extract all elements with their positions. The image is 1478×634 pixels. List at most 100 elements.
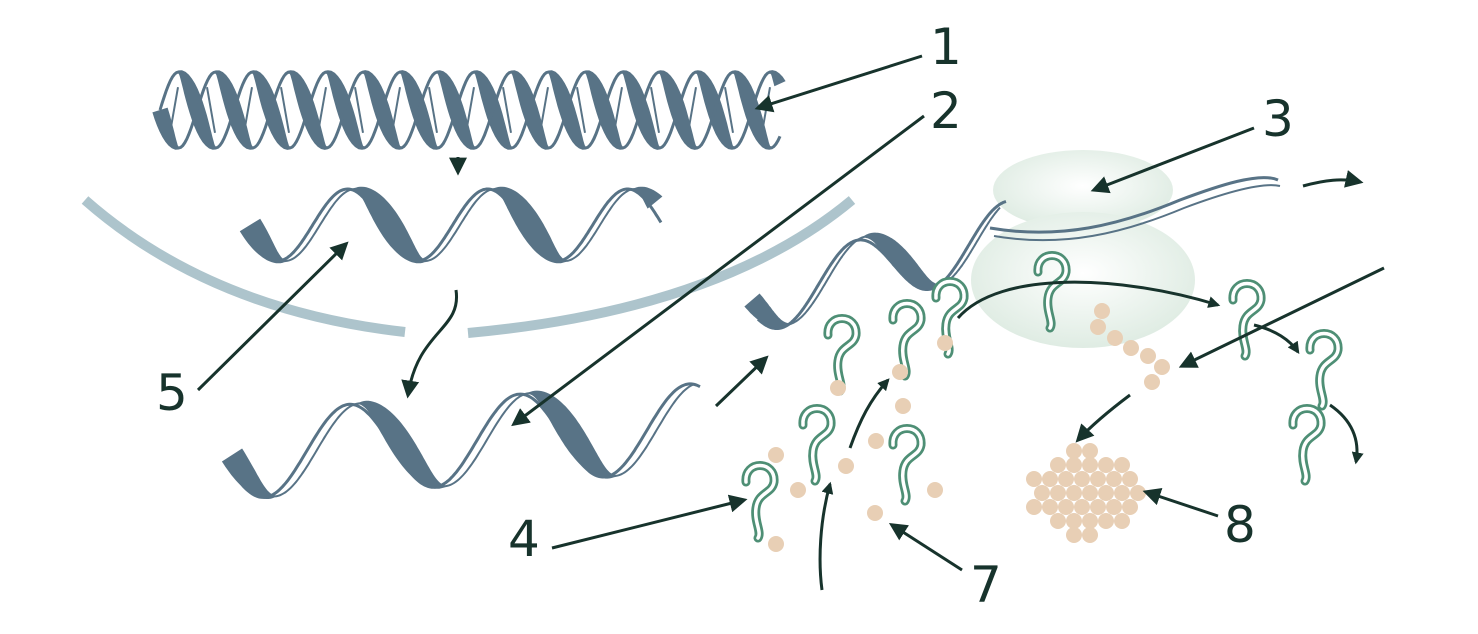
polypeptide-bead bbox=[1098, 513, 1114, 529]
polypeptide-bead bbox=[1050, 485, 1066, 501]
polypeptide-bead bbox=[1114, 485, 1130, 501]
polypeptide-bead bbox=[1074, 471, 1090, 487]
rna-outline bbox=[236, 382, 701, 499]
label-leaders bbox=[196, 54, 1385, 572]
mrna-strand-cytoplasm bbox=[221, 382, 701, 499]
polypeptide-bead bbox=[1090, 499, 1106, 515]
amino-acid-icon bbox=[1090, 319, 1106, 335]
trna-icon bbox=[1228, 279, 1266, 361]
trna-icon bbox=[741, 461, 779, 543]
rna-outline bbox=[254, 187, 663, 263]
amino-acid-icon bbox=[790, 482, 806, 498]
polypeptide-bead bbox=[1082, 527, 1098, 543]
dna-double-helix bbox=[152, 70, 786, 150]
dna-rung bbox=[576, 87, 586, 133]
amino-acid-icon bbox=[1144, 374, 1160, 390]
polypeptide-bead bbox=[1026, 471, 1042, 487]
polypeptide-bead bbox=[1130, 485, 1146, 501]
amino-acid-icon bbox=[1154, 359, 1170, 375]
label-5: 5 bbox=[156, 364, 188, 422]
trna-icon-inner bbox=[1291, 406, 1323, 483]
label-3: 3 bbox=[1262, 90, 1294, 148]
mrna-tail-a bbox=[989, 176, 1279, 234]
dna-rung bbox=[354, 87, 364, 133]
trna-icon bbox=[1305, 329, 1343, 411]
polypeptide-bead bbox=[1098, 485, 1114, 501]
polypeptide-bead bbox=[1074, 499, 1090, 515]
leader-8 bbox=[1142, 488, 1219, 518]
arrow-mrna-out bbox=[1302, 170, 1364, 188]
polypeptide-bead bbox=[1114, 457, 1130, 473]
arrow-trna-up-1 bbox=[848, 378, 890, 449]
polypeptide-bead bbox=[1058, 499, 1074, 515]
polypeptide-bead bbox=[1066, 457, 1082, 473]
polypeptide-bead bbox=[1098, 457, 1114, 473]
label-4: 4 bbox=[508, 510, 540, 568]
dna-rung bbox=[724, 87, 734, 133]
amino-acid-icon bbox=[895, 398, 911, 414]
trna-icon-inner bbox=[891, 426, 923, 503]
arrow-to-ribosome bbox=[714, 355, 769, 408]
amino-acid-icon bbox=[892, 364, 908, 380]
arrow-trna-up-2 bbox=[818, 481, 834, 591]
arrow-to-polypeptide bbox=[1075, 393, 1131, 443]
ribosome bbox=[971, 150, 1195, 348]
dna-strand-back bbox=[158, 70, 786, 150]
dna-rung bbox=[280, 87, 290, 133]
mrna-strand-ribosome bbox=[744, 176, 1281, 330]
amino-acid-icon bbox=[867, 505, 883, 521]
dna-rung bbox=[650, 87, 660, 133]
trna-icon bbox=[823, 314, 861, 396]
amino-acid-icon bbox=[1107, 330, 1123, 346]
trna-icon-inner bbox=[1231, 281, 1263, 358]
polypeptide-bead bbox=[1042, 499, 1058, 515]
polypeptide-bead bbox=[1026, 499, 1042, 515]
amino-acid-icon bbox=[868, 433, 884, 449]
polypeptide-bead bbox=[1050, 513, 1066, 529]
leader-2 bbox=[511, 114, 925, 427]
polypeptide-bead bbox=[1058, 471, 1074, 487]
label-7: 7 bbox=[970, 556, 1002, 614]
dna-strand-front bbox=[152, 70, 782, 150]
polypeptide-bead bbox=[1034, 485, 1050, 501]
dna-rung bbox=[502, 87, 512, 133]
process-arrows bbox=[401, 157, 1364, 591]
polypeptide-bead bbox=[1082, 485, 1098, 501]
arrow-trna-across bbox=[956, 280, 1221, 319]
amino-acid-icon bbox=[927, 482, 943, 498]
leader-5 bbox=[196, 241, 349, 392]
amino-acid-icon bbox=[1123, 340, 1139, 356]
rna-ribbon bbox=[744, 206, 1001, 329]
polypeptide-bead bbox=[1122, 499, 1138, 515]
polypeptide-bead bbox=[1106, 471, 1122, 487]
label-2: 2 bbox=[930, 82, 962, 140]
amino-acid-group bbox=[768, 303, 1170, 552]
polypeptide-bead bbox=[1066, 443, 1082, 459]
polypeptide-bead bbox=[1114, 513, 1130, 529]
dna-rung bbox=[428, 87, 438, 133]
number-labels: 1 2 3 4 5 7 8 bbox=[156, 18, 1294, 614]
amino-acid-icon bbox=[768, 447, 784, 463]
polypeptide-bead bbox=[1050, 457, 1066, 473]
trna-icon-inner bbox=[1308, 331, 1340, 408]
nuclear-membrane bbox=[81, 196, 856, 338]
label-1: 1 bbox=[930, 18, 962, 76]
polypeptide-bead bbox=[1082, 513, 1098, 529]
polypeptide-bead bbox=[1042, 471, 1058, 487]
trna-icon-inner bbox=[891, 301, 923, 378]
arrow-trna-right-2 bbox=[1329, 403, 1364, 465]
rna-outline bbox=[756, 200, 1007, 330]
polypeptide-bead bbox=[1082, 443, 1098, 459]
polypeptide-chain bbox=[1026, 443, 1146, 543]
amino-acid-icon bbox=[838, 458, 854, 474]
trna-icon-inner bbox=[826, 316, 858, 393]
leader-7 bbox=[888, 523, 963, 572]
trna-icon-inner bbox=[744, 463, 776, 540]
amino-acid-icon bbox=[937, 335, 953, 351]
rna-ribbon bbox=[221, 383, 695, 499]
polypeptide-bead bbox=[1066, 513, 1082, 529]
mrna-tail-b bbox=[993, 184, 1281, 242]
leader-3 bbox=[1090, 126, 1255, 194]
arrow-trna-right-1 bbox=[1253, 323, 1300, 354]
